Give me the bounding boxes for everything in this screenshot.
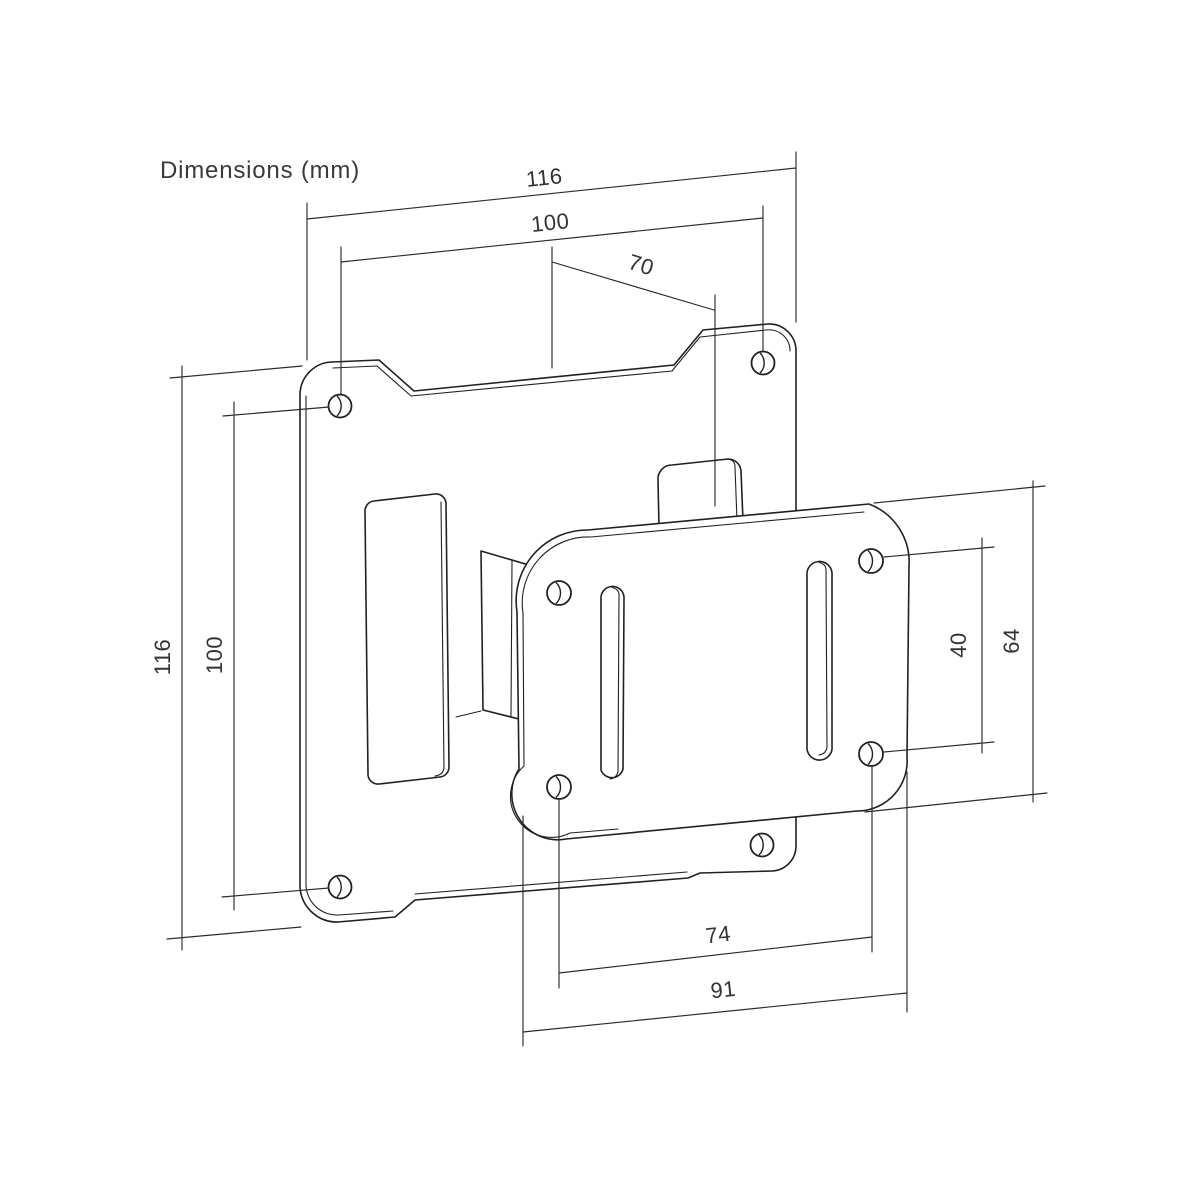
dim-top-hole-spacing: 100	[340, 205, 764, 395]
dim-label-right-64: 64	[999, 628, 1024, 653]
wall-plate-slot	[364, 493, 450, 785]
wall-hole-bottom-right	[749, 832, 775, 858]
vesa-hole-bottom-right-countersink	[867, 742, 874, 766]
dim-label-right-40: 40	[946, 632, 971, 657]
vesa-slot-left	[600, 585, 625, 779]
wall-hole-top-right	[750, 350, 776, 376]
dim-left-hole-spacing: 100	[202, 401, 330, 911]
dim-label-bottom-91: 91	[709, 976, 737, 1004]
dim-right-hole-spacing: 40	[883, 537, 995, 754]
vesa-hole-top-left-countersink	[555, 581, 562, 605]
dim-bottom-hole-spacing: 74	[558, 765, 873, 989]
dim-label-top-100: 100	[530, 208, 571, 237]
vesa-plate	[509, 503, 910, 841]
dim-left-plate-height: 116	[150, 365, 303, 951]
dim-label-left-100: 100	[202, 636, 227, 674]
vesa-hole-top-right	[858, 548, 884, 574]
wall-hole-bottom-left-countersink	[336, 876, 342, 898]
wall-hole-bottom-right-countersink	[758, 834, 764, 856]
dim-label-top-116: 116	[525, 163, 564, 192]
wall-hole-top-right-countersink	[759, 352, 765, 374]
top-tab-side-face	[727, 458, 738, 522]
dimension-annotations: 116 100 70 116 100 40 64	[150, 151, 1048, 1047]
wall-plate-holes	[327, 350, 776, 900]
dim-right-plate-height: 64	[864, 480, 1048, 813]
vesa-plate-holes	[546, 548, 884, 800]
vesa-thickness-left	[509, 536, 619, 838]
hook-bracket-fold	[510, 560, 513, 717]
vesa-hole-top-left	[546, 580, 572, 606]
dim-top-plate-width: 116	[306, 151, 797, 361]
wall-plate-slot-depth	[434, 501, 445, 777]
wall-hole-bottom-left	[327, 874, 353, 900]
drawing-title: Dimensions (mm)	[160, 157, 360, 184]
vesa-hole-bottom-right	[858, 741, 884, 767]
vesa-slot-left-depth	[609, 586, 620, 780]
dim-label-bottom-74: 74	[704, 921, 732, 949]
vesa-slot-right	[806, 560, 833, 761]
wall-hole-top-left-countersink	[336, 395, 342, 417]
vesa-hole-top-right-countersink	[867, 549, 874, 573]
hook-rear-edge	[455, 710, 482, 718]
wall-plate-thickness-left	[305, 395, 394, 916]
vesa-thickness-top	[590, 511, 865, 538]
vesa-hole-bottom-left-countersink	[555, 775, 562, 799]
dim-bottom-plate-width: 91	[522, 771, 908, 1047]
wall-plate-thickness-top	[332, 329, 791, 397]
wall-hole-top-left	[327, 393, 353, 419]
wall-plate-thickness-bottom	[414, 871, 688, 895]
top-tab	[657, 458, 744, 529]
vesa-slot-right-depth	[818, 561, 828, 756]
dim-label-left-116: 116	[150, 639, 175, 676]
dim-label-top-70: 70	[625, 249, 657, 280]
vesa-hole-bottom-left	[546, 774, 572, 800]
